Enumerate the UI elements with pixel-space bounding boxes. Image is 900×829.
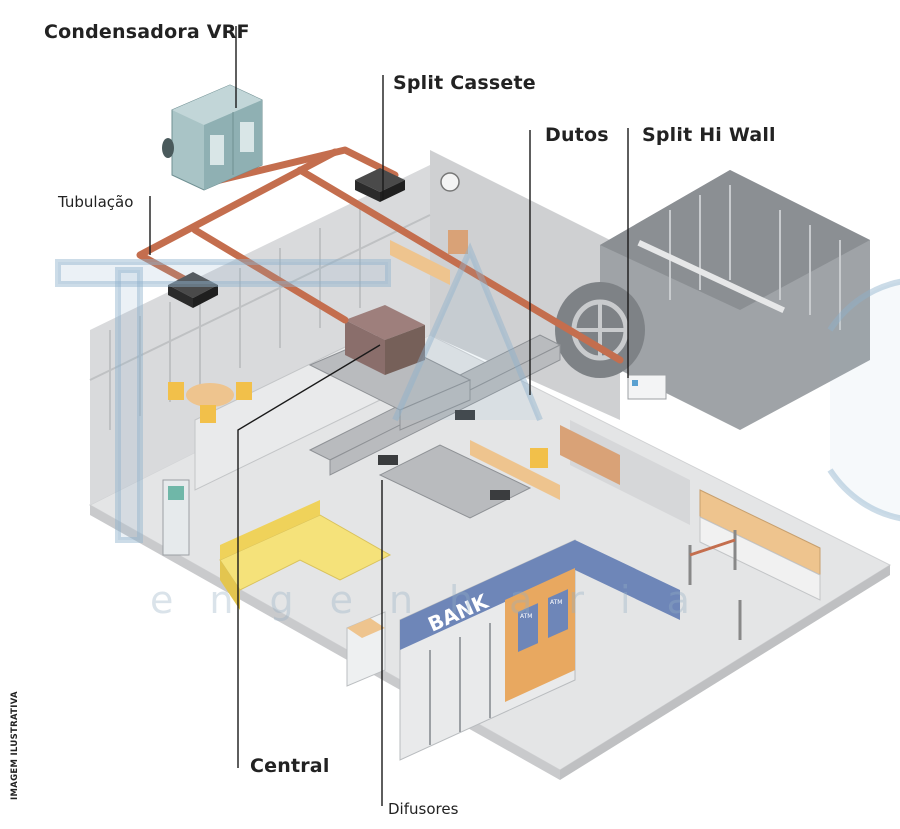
lounge-table [186, 383, 234, 407]
watermark-subtitle: engenharia [150, 578, 726, 622]
atm-machine-1 [518, 603, 538, 653]
office-desk-2 [470, 440, 560, 500]
watermark-logo [55, 242, 900, 543]
lounge-chairs [168, 382, 252, 423]
central-cabinet-top [347, 618, 385, 638]
split-cassete-unit-1 [355, 168, 405, 202]
label-split-cassete: Split Cassete [393, 72, 536, 94]
reception-desk [560, 425, 620, 485]
callout-lines [149, 26, 629, 806]
atm-label-1: ATM [520, 613, 532, 620]
side-room-top [600, 170, 870, 310]
split-cassete-unit-2 [168, 272, 218, 308]
teller-counter-front [699, 516, 821, 601]
bank-sign-band [400, 540, 575, 650]
bank-canopy-right [575, 540, 680, 620]
central-ahu-side [385, 325, 425, 375]
central-ahu-front [345, 320, 385, 375]
duct-diffusers [378, 410, 510, 500]
label-central: Central [250, 755, 330, 777]
office-chair-3 [530, 448, 548, 468]
wall-clock [440, 172, 460, 192]
split-hi-wall-unit [627, 374, 667, 400]
bank-glass-doors [429, 623, 491, 745]
atm-label-2: ATM [550, 599, 562, 606]
office-desk-1 [390, 240, 450, 285]
office-chair-1 [448, 230, 468, 254]
window-grid [89, 208, 431, 430]
queue-posts [688, 530, 742, 640]
queue-belt [689, 538, 736, 557]
label-split-hi-wall: Split Hi Wall [642, 124, 776, 146]
railing [637, 240, 786, 314]
back-wall-left [90, 165, 430, 505]
label-tubulacao: Tubulação [58, 193, 134, 211]
condensadora-vrf-unit [162, 84, 263, 191]
atm-machine-2 [548, 589, 568, 638]
blinds [669, 185, 841, 330]
label-difusores: Difusores [388, 800, 459, 818]
floor-edge-right [560, 565, 890, 780]
sofa-front [220, 560, 240, 610]
refrigerant-piping [136, 146, 624, 364]
central-ahu [345, 305, 425, 340]
label-imagem-ilustrativa: IMAGEM ILUSTRATIVA [10, 691, 20, 800]
sofa-back [220, 500, 320, 560]
label-dutos: Dutos [545, 124, 609, 146]
leader-central [237, 344, 381, 768]
label-condensadora-vrf: Condensadora VRF [44, 21, 250, 43]
